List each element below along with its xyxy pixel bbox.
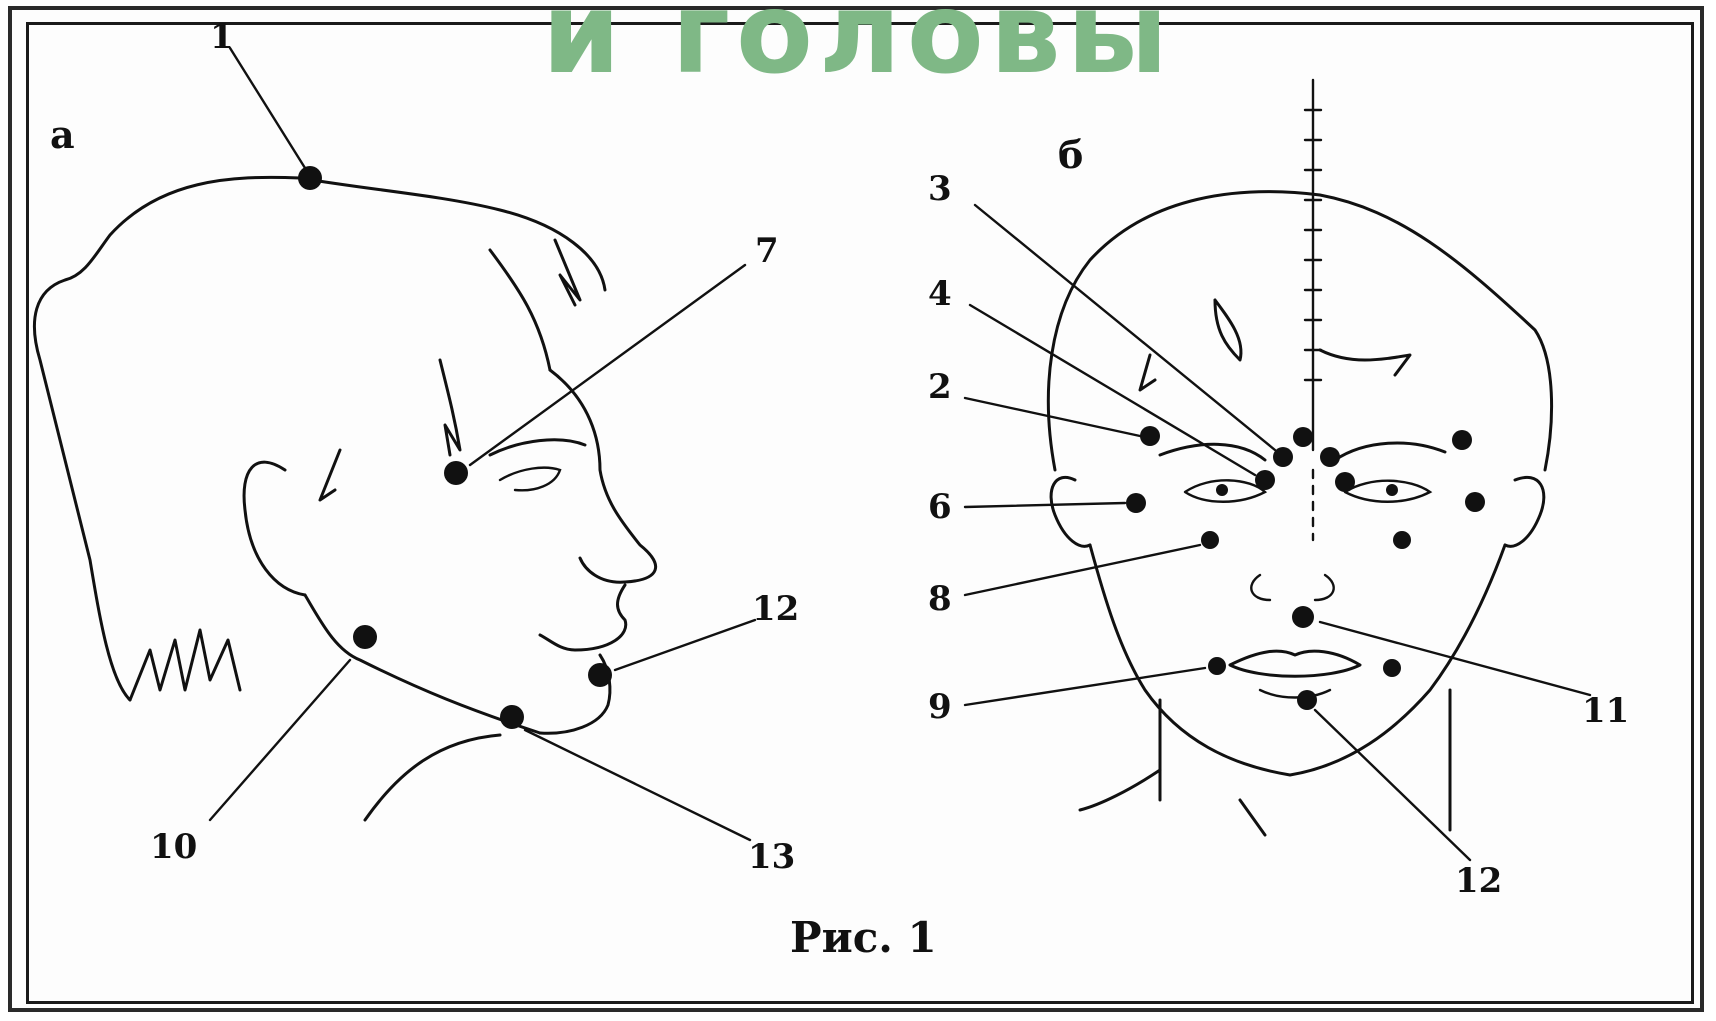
label-b-11: 11 <box>1582 691 1629 731</box>
point-b-4 <box>1255 470 1275 490</box>
point-b-2-right <box>1452 430 1472 450</box>
point-b-9-right <box>1383 659 1401 677</box>
point-b-12 <box>1297 690 1317 710</box>
point-a-10 <box>353 625 377 649</box>
slide-heading: и головы <box>0 0 1716 90</box>
label-b-2: 2 <box>928 367 952 407</box>
label-a-7: 7 <box>755 231 779 271</box>
figure-caption: Рис. 1 <box>790 913 937 962</box>
points-panel-a <box>210 48 755 840</box>
profile-head-drawing <box>34 177 655 820</box>
frontal-face-drawing <box>1048 80 1551 835</box>
label-b-9: 9 <box>928 687 952 727</box>
point-b-8-right <box>1393 531 1411 549</box>
panel-a-label: а <box>50 112 75 157</box>
label-b-3: 3 <box>928 169 952 209</box>
point-b-2 <box>1140 426 1160 446</box>
points-panel-b <box>965 205 1590 860</box>
panel-b-label: б <box>1058 132 1083 177</box>
point-a-1 <box>298 166 322 190</box>
label-a-10: 10 <box>150 827 197 867</box>
label-b-6: 6 <box>928 487 952 527</box>
label-a-12: 12 <box>752 589 799 629</box>
point-b-6-right <box>1465 492 1485 512</box>
point-b-3-right <box>1320 447 1340 467</box>
point-b-8 <box>1201 531 1219 549</box>
point-a-12 <box>588 663 612 687</box>
point-b-4-right <box>1335 472 1355 492</box>
point-b-11 <box>1292 606 1314 628</box>
point-b-3 <box>1293 427 1313 447</box>
point-b-6 <box>1126 493 1146 513</box>
point-a-13 <box>500 705 524 729</box>
label-b-12: 12 <box>1455 861 1502 901</box>
label-b-8: 8 <box>928 579 952 619</box>
point-a-7 <box>444 461 468 485</box>
label-a-13: 13 <box>748 837 795 877</box>
point-b-9 <box>1208 657 1226 675</box>
label-b-4: 4 <box>928 274 952 314</box>
